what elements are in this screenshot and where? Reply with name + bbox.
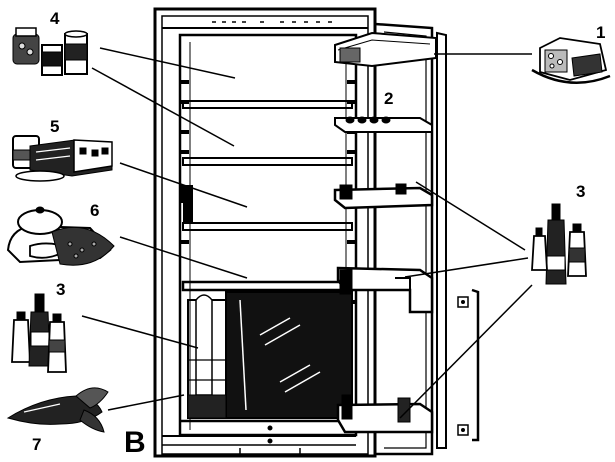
door-butter-compartment	[334, 31, 437, 68]
fridge-base	[162, 425, 356, 456]
fridge-door	[374, 22, 480, 456]
cake-icon	[12, 135, 113, 182]
callout-3-left: 3	[56, 280, 65, 299]
bottles-left-icon	[11, 293, 67, 373]
butter-icon	[531, 37, 611, 84]
figure-letter: B	[124, 426, 146, 459]
callout-1: 1	[596, 23, 605, 42]
door-bottle-shelf-upper	[336, 266, 434, 314]
meat-icon	[6, 206, 115, 266]
vegetables-icon	[6, 387, 109, 433]
callout-2: 2	[384, 89, 393, 108]
door-bottle-shelf-lower	[336, 394, 434, 434]
shelf-rails	[181, 80, 355, 304]
callout-7: 7	[32, 435, 41, 454]
callout-lines	[81, 47, 533, 419]
jars-icon	[12, 27, 88, 76]
door-shelf-middle	[333, 183, 434, 210]
crisper-drawers	[180, 291, 356, 423]
callout-4: 4	[50, 9, 60, 28]
callout-5: 5	[50, 117, 59, 136]
callout-3-right: 3	[576, 182, 585, 201]
callout-6: 6	[90, 201, 99, 220]
glass-shelves	[181, 100, 354, 292]
shelf-contents	[183, 185, 193, 223]
bottles-icon	[531, 203, 587, 285]
door-egg-tray	[334, 116, 433, 133]
